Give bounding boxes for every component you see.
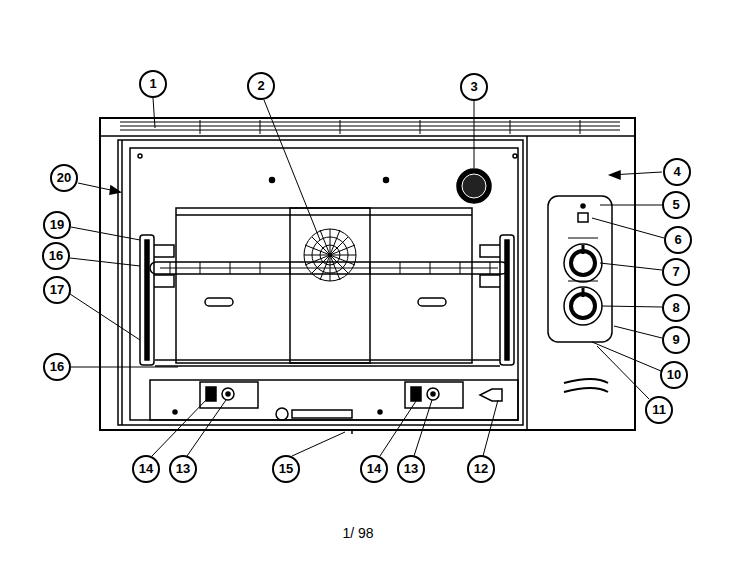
callout-number: 19 <box>43 211 71 239</box>
callout-number: 10 <box>660 361 688 389</box>
callout-number: 13 <box>169 455 197 483</box>
callout-number: 11 <box>645 396 673 424</box>
callout-number: 16 <box>42 242 70 270</box>
callout-number: 16 <box>43 353 71 381</box>
callout-number: 6 <box>664 226 692 254</box>
callout-number: 7 <box>662 258 690 286</box>
callout-number: 9 <box>662 326 690 354</box>
callout-number: 4 <box>663 158 691 186</box>
drawing-date: 1/ 98 <box>340 525 375 541</box>
callout-number: 12 <box>467 455 495 483</box>
callout-number: 1 <box>139 70 167 98</box>
callout-number: 2 <box>247 72 275 100</box>
callout-number: 14 <box>132 455 160 483</box>
callout-number: 20 <box>50 164 78 192</box>
callout-number: 3 <box>460 73 488 101</box>
callout-number: 15 <box>272 455 300 483</box>
callout-number: 17 <box>43 276 71 304</box>
callout-number: 13 <box>397 455 425 483</box>
callout-number: 14 <box>360 455 388 483</box>
callout-number: 8 <box>662 294 690 322</box>
callout-number: 5 <box>662 191 690 219</box>
